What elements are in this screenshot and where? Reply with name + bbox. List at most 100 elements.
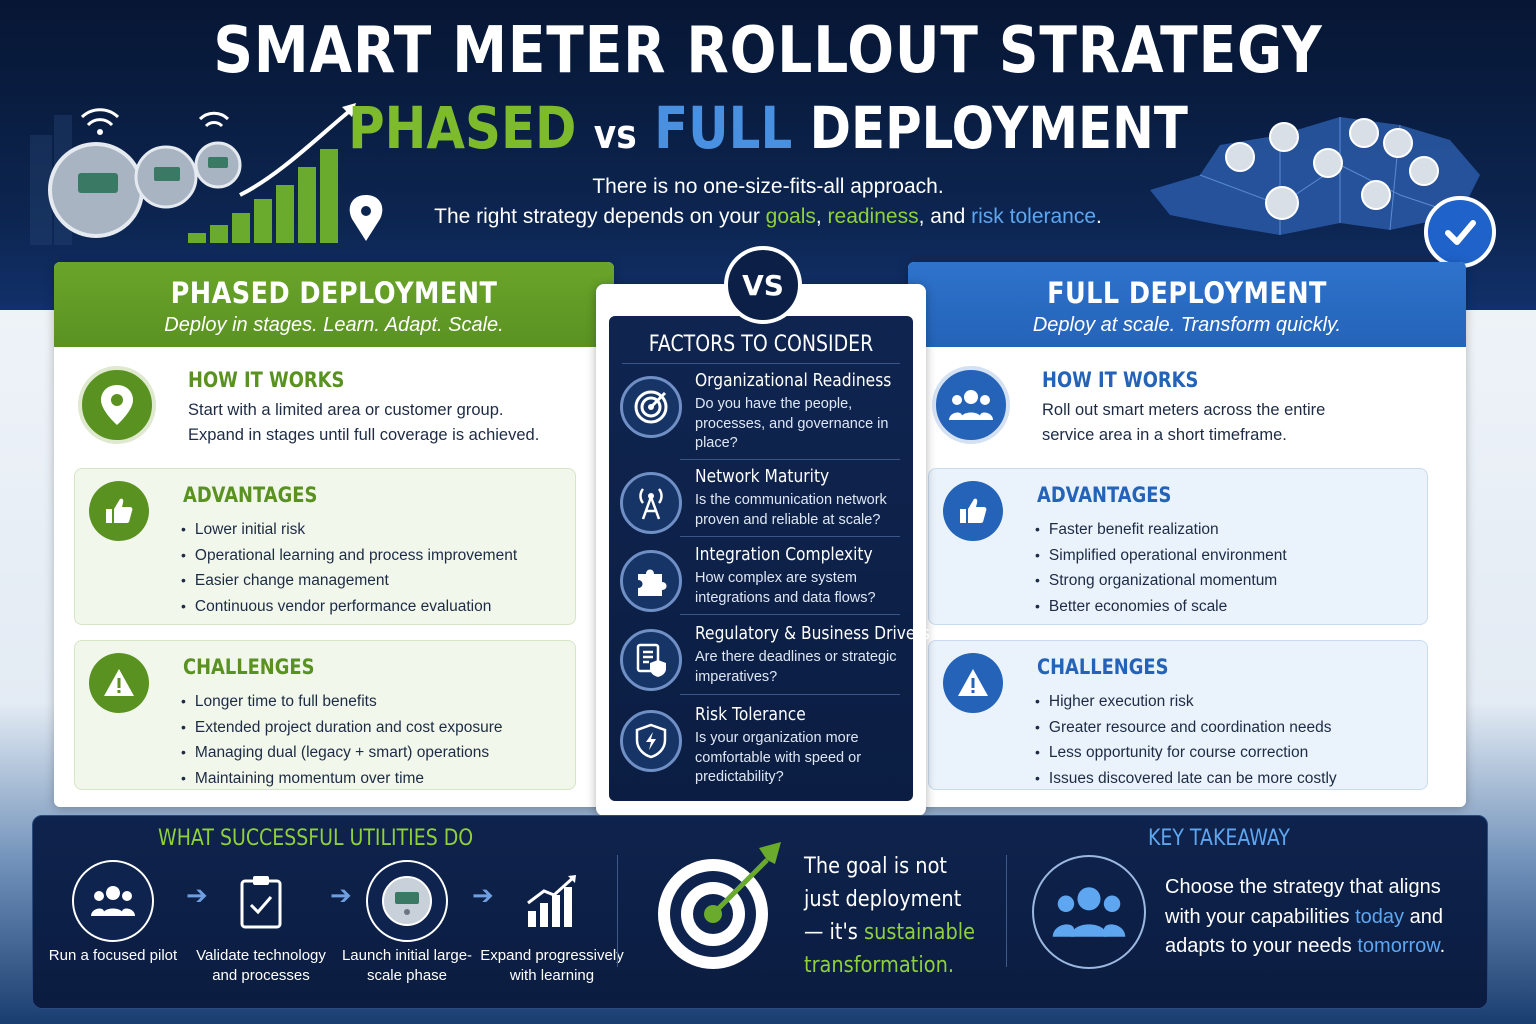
- page-title: SMART METER ROLLOUT STRATEGY: [213, 14, 1323, 88]
- list-item: Strong organizational momentum: [1035, 568, 1287, 594]
- successful-utilities-title: WHAT SUCCESSFUL UTILITIES DO: [158, 826, 474, 851]
- kt-period: .: [1439, 935, 1446, 957]
- phased-advantages-list: Lower initial risk Operational learning …: [181, 517, 517, 619]
- phased-card-tagline: Deploy in stages. Learn. Adapt. Scale.: [164, 314, 504, 336]
- list-item: Longer time to full benefits: [181, 689, 503, 715]
- group-icon: [932, 366, 1010, 444]
- bottom-divider: [1006, 855, 1007, 967]
- step-launch: Launch initial large-scale phase: [332, 860, 482, 986]
- step-validate: Validate technology and processes: [186, 860, 336, 986]
- step-run-pilot: Run a focused pilot: [38, 860, 188, 966]
- warning-icon: [89, 653, 149, 713]
- clipboard-check-icon: [220, 860, 302, 942]
- phased-how-line1: Start with a limited area or customer gr…: [188, 401, 504, 419]
- list-item: Maintaining momentum over time: [181, 766, 503, 792]
- factor-divider: [680, 536, 900, 537]
- list-item: Issues discovered late can be more costl…: [1035, 766, 1337, 792]
- list-item: Operational learning and process improve…: [181, 543, 517, 569]
- step-label: Validate technology and processes: [196, 947, 326, 984]
- phased-advantages-title: ADVANTAGES: [183, 483, 318, 507]
- list-item: Simplified operational environment: [1035, 543, 1287, 569]
- smart-meters-growth-illustration: [30, 103, 383, 245]
- list-item: Faster benefit realization: [1035, 517, 1287, 543]
- phased-card-title: PHASED DEPLOYMENT: [170, 276, 498, 310]
- factor-divider: [680, 614, 900, 615]
- full-advantages-title: ADVANTAGES: [1037, 483, 1172, 507]
- full-how-title: HOW IT WORKS: [1042, 368, 1199, 392]
- intro-line2: The right strategy depends on your goals…: [0, 202, 1536, 232]
- key-takeaway-title: KEY TAKEAWAY: [1148, 826, 1290, 851]
- phased-advantages-box: ADVANTAGES Lower initial risk Operationa…: [74, 468, 576, 625]
- full-card-title: FULL DEPLOYMENT: [1047, 276, 1327, 310]
- list-item: Higher execution risk: [1035, 689, 1337, 715]
- full-challenges-title: CHALLENGES: [1037, 655, 1169, 679]
- factor-title: Network Maturity: [695, 466, 830, 487]
- goal-part2: it's: [829, 920, 865, 945]
- intro-and: , and: [918, 205, 972, 228]
- shield-bolt-icon: [620, 710, 682, 772]
- location-pin-icon: [78, 366, 156, 444]
- key-takeaway-text: Choose the strategy that aligns with you…: [1165, 873, 1475, 962]
- list-item: Better economies of scale: [1035, 594, 1287, 620]
- full-advantages-box: ADVANTAGES Faster benefit realization Si…: [928, 468, 1428, 625]
- puzzle-icon: [620, 550, 682, 612]
- kt-part1: Choose the strategy that aligns with you…: [1165, 876, 1441, 928]
- step-expand: Expand progressively with learning: [477, 860, 627, 986]
- growth-chart-icon: [511, 860, 593, 942]
- factor-title: Risk Tolerance: [695, 704, 806, 725]
- phased-how-line2: Expand in stages until full coverage is …: [188, 426, 540, 444]
- target-icon: [620, 376, 682, 438]
- step-label: Run a focused pilot: [48, 947, 178, 964]
- subtitle-phased: PHASED: [348, 94, 577, 162]
- smart-meter-icon: [366, 860, 448, 942]
- full-card-tagline: Deploy at scale. Transform quickly.: [1032, 314, 1342, 336]
- phased-card-header: PHASED DEPLOYMENT Deploy in stages. Lear…: [54, 262, 614, 347]
- thumbs-up-icon: [943, 481, 1003, 541]
- phased-challenges-list: Longer time to full benefits Extended pr…: [181, 689, 503, 791]
- full-challenges-list: Higher execution risk Greater resource a…: [1035, 689, 1337, 791]
- people-icon: [1032, 855, 1146, 969]
- phased-challenges-box: CHALLENGES Longer time to full benefits …: [74, 640, 576, 790]
- factor-divider: [680, 459, 900, 460]
- goal-part1: The goal is not just deployment—: [804, 854, 962, 945]
- goal-statement: The goal is not just deployment— it's su…: [804, 850, 980, 982]
- factors-divider: [622, 363, 900, 364]
- factor-text: Are there deadlines or strategic imperat…: [695, 649, 897, 685]
- intro-line1: There is no one-size-fits-all approach.: [592, 175, 944, 198]
- full-card-header: FULL DEPLOYMENT Deploy at scale. Transfo…: [908, 262, 1466, 347]
- intro-line2-start: The right strategy depends on your: [434, 205, 766, 228]
- service-area-map-illustration: [1150, 117, 1480, 235]
- phased-how-text: Start with a limited area or customer gr…: [188, 398, 608, 448]
- bottom-divider: [617, 855, 618, 967]
- phased-how-it-works: HOW IT WORKS Start with a limited area o…: [78, 364, 594, 454]
- phased-challenges-title: CHALLENGES: [183, 655, 315, 679]
- factor-text: How complex are system integrations and …: [695, 570, 876, 606]
- subtitle-full: FULL: [654, 94, 793, 162]
- subtitle-deployment: DEPLOYMENT: [809, 94, 1188, 162]
- step-label: Launch initial large-scale phase: [341, 947, 473, 984]
- factor-title: Integration Complexity: [695, 544, 873, 565]
- intro-goals: goals: [765, 205, 816, 228]
- vs-badge: VS: [724, 246, 802, 324]
- document-shield-icon: [620, 629, 682, 691]
- intro-readiness: readiness: [827, 205, 919, 228]
- full-how-it-works: HOW IT WORKS Roll out smart meters acros…: [932, 364, 1446, 454]
- thumbs-up-icon: [89, 481, 149, 541]
- list-item: Continuous vendor performance evaluation: [181, 594, 517, 620]
- arrow-right-icon: ➔: [330, 880, 352, 910]
- factor-title: Regulatory & Business Drivers: [695, 623, 930, 644]
- list-item: Extended project duration and cost expos…: [181, 715, 503, 741]
- list-item: Managing dual (legacy + smart) operation…: [181, 740, 503, 766]
- list-item: Lower initial risk: [181, 517, 517, 543]
- subtitle-vs: vs: [593, 112, 637, 158]
- list-item: Easier change management: [181, 568, 517, 594]
- arrow-right-icon: ➔: [186, 880, 208, 910]
- factor-text: Do you have the people, processes, and g…: [695, 396, 889, 451]
- intro-period: .: [1096, 205, 1102, 228]
- factor-divider: [680, 694, 900, 695]
- phased-deployment-card: PHASED DEPLOYMENT Deploy in stages. Lear…: [54, 262, 614, 807]
- intro-risk: risk tolerance: [971, 205, 1097, 228]
- list-item: Greater resource and coordination needs: [1035, 715, 1337, 741]
- kt-tomorrow: tomorrow: [1357, 935, 1440, 957]
